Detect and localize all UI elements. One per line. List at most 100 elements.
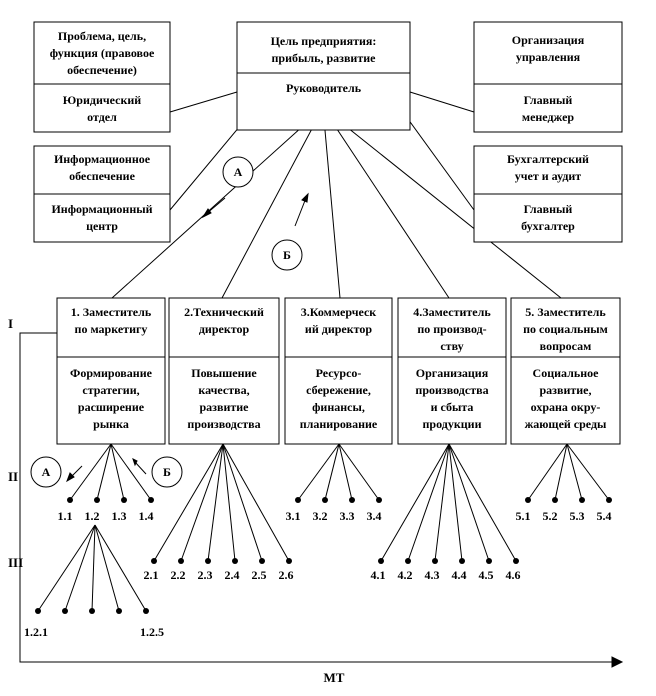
fan-group-1-2: 1.2.1 1.2.5 xyxy=(24,524,164,639)
axis-label: МТ xyxy=(324,670,345,685)
leaf-label: 2.2 xyxy=(171,568,186,582)
leaf-dot xyxy=(606,497,612,503)
leaf-dot xyxy=(459,558,465,564)
box-title: функция (правовое xyxy=(50,46,155,60)
leaf-dot xyxy=(232,558,238,564)
box-title: обеспечение) xyxy=(67,63,137,77)
box-subtitle: отдел xyxy=(87,110,117,124)
leaf-label: 3.3 xyxy=(340,509,355,523)
leaf-label: 1.4 xyxy=(139,509,154,523)
leaf-dot xyxy=(259,558,265,564)
box-title: Бухгалтерский xyxy=(507,152,589,166)
box-subtitle: менеджер xyxy=(522,110,575,124)
circle-letter: Б xyxy=(283,248,291,262)
leaf-label: 1.2.5 xyxy=(140,625,164,639)
box-title: управления xyxy=(516,50,581,64)
deputy-body: финансы, xyxy=(312,400,365,414)
deputy-body: производства xyxy=(415,383,488,397)
box-subtitle: Главный xyxy=(524,93,573,107)
leaf-dot xyxy=(205,558,211,564)
leaf-label: 5.3 xyxy=(570,509,585,523)
deputy-title: по социальным xyxy=(523,322,608,336)
leaf-label: 3.4 xyxy=(367,509,382,523)
circle-b-small: Б xyxy=(151,456,183,488)
deputy-title: по маркетигу xyxy=(75,322,148,336)
deputy-body: охрана окру- xyxy=(531,400,601,414)
leaf-label: 4.5 xyxy=(479,568,494,582)
deputy-body: стратегии, xyxy=(82,383,139,397)
box-subtitle: Информационный xyxy=(51,202,152,216)
deputy-title: ству xyxy=(440,339,463,353)
box-subtitle: бухгалтер xyxy=(521,219,575,233)
leaf-label: 4.3 xyxy=(425,568,440,582)
leaf-label: 2.3 xyxy=(198,568,213,582)
box-title: Проблема, цель, xyxy=(58,29,146,43)
deputy-body: производства xyxy=(187,417,260,431)
deputy-title: директор xyxy=(199,322,250,336)
deputy-body: качества, xyxy=(198,383,249,397)
leaf-dot xyxy=(143,608,149,614)
leaf-dot xyxy=(405,558,411,564)
manager-box: Цель предприятия:прибыль, развитиеРуково… xyxy=(236,21,411,131)
leaf-dot xyxy=(525,497,531,503)
leaf-dot xyxy=(116,608,122,614)
box-subtitle: Главный xyxy=(524,202,573,216)
circle-letter: А xyxy=(42,465,51,479)
box-title: обеспечение xyxy=(69,169,136,183)
deputy-body: рынка xyxy=(93,417,129,431)
leaf-label: 1.3 xyxy=(112,509,127,523)
level-label-l2: II xyxy=(8,469,18,484)
deputy-body: Организация xyxy=(416,366,489,380)
leaf-dot xyxy=(513,558,519,564)
leaf-dot xyxy=(322,497,328,503)
leaf-label: 1.2.1 xyxy=(24,625,48,639)
leaf-label: 4.4 xyxy=(452,568,467,582)
leaf-label: 5.1 xyxy=(516,509,531,523)
box-title: Организация xyxy=(512,33,585,47)
leaf-label: 1.1 xyxy=(58,509,73,523)
level-label-l3: III xyxy=(8,555,23,570)
deputy-body: Формирование xyxy=(70,366,153,380)
circle-b: Б xyxy=(271,239,303,271)
box-title: Цель предприятия: xyxy=(271,34,377,48)
leaf-dot xyxy=(35,608,41,614)
leaf-dot xyxy=(89,608,95,614)
deputy-title: вопросам xyxy=(540,339,592,353)
deputy-body: жающей среды xyxy=(525,417,607,431)
boxes-layer: Проблема, цель, функция (правовое обеспече… xyxy=(33,21,623,445)
box-subtitle: Юридический xyxy=(63,93,141,107)
deputy-body: Социальное xyxy=(533,366,600,380)
leaf-label: 2.1 xyxy=(144,568,159,582)
deputy-body: и сбыта xyxy=(431,400,474,414)
deputy-title: 1. Заместитель xyxy=(71,305,152,319)
leaf-label: 3.1 xyxy=(286,509,301,523)
leaf-dot xyxy=(295,497,301,503)
leaf-dot xyxy=(62,608,68,614)
leaf-dot xyxy=(67,497,73,503)
leaf-label: 3.2 xyxy=(313,509,328,523)
leaf-label: 5.2 xyxy=(543,509,558,523)
leaf-label: 2.4 xyxy=(225,568,240,582)
circle-a: А xyxy=(222,156,254,188)
leaf-label: 2.5 xyxy=(252,568,267,582)
deputy-body: развитие xyxy=(199,400,249,414)
leaf-label: 4.6 xyxy=(506,568,521,582)
leaf-dot xyxy=(349,497,355,503)
leaf-dot xyxy=(432,558,438,564)
leaf-dot xyxy=(94,497,100,503)
deputy-body: развитие, xyxy=(539,383,591,397)
deputy-body: планирование xyxy=(300,417,378,431)
deputy-title: ий директор xyxy=(305,322,372,336)
leaf-label: 4.1 xyxy=(371,568,386,582)
leaf-dot xyxy=(178,558,184,564)
